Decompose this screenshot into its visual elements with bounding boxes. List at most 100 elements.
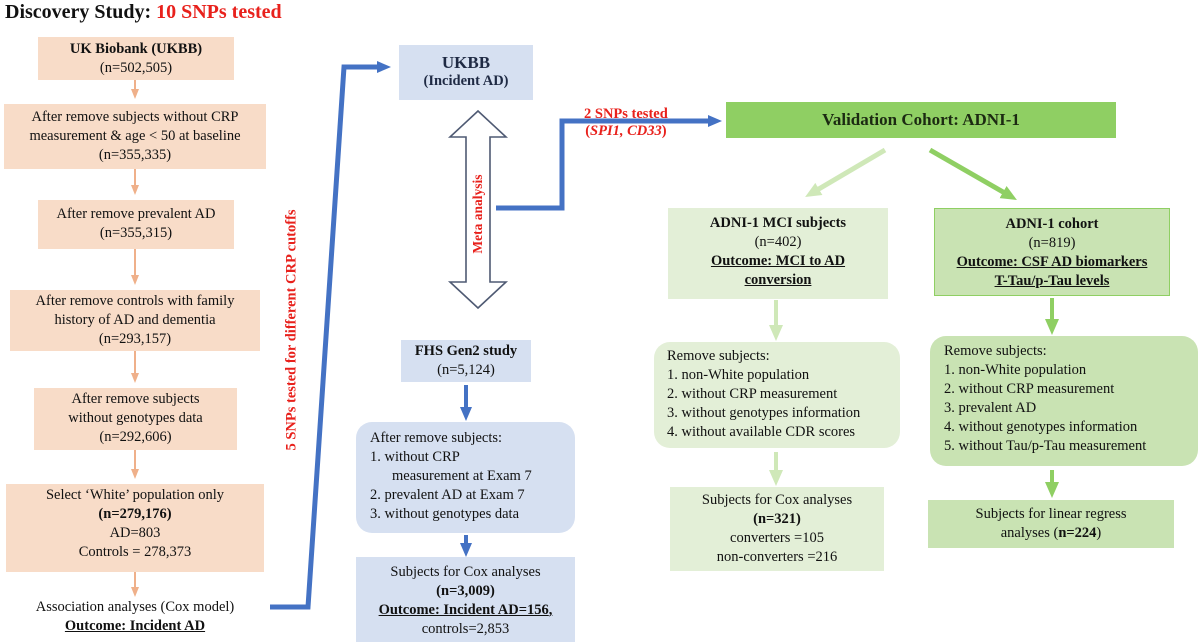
- diagram-title: Discovery Study: 10 SNPs tested: [5, 0, 282, 25]
- to-mci-arrow: [805, 147, 887, 198]
- association-outcome: Outcome: Incident AD: [64, 618, 206, 634]
- mci-nonconverters: non-converters =216: [716, 549, 838, 565]
- fhs-cox-controls: controls=2,853: [421, 621, 510, 637]
- mci-remove-box: Remove subjects: 1. non-White population…: [654, 342, 900, 448]
- fhs-remove-item-2: 2. prevalent AD at Exam 7: [370, 487, 525, 503]
- fhs-n: (n=5,124): [437, 362, 495, 378]
- cohort-linear-n: analyses (n=224): [1000, 525, 1102, 541]
- mci-box: ADNI-1 MCI subjects (n=402) Outcome: MCI…: [668, 208, 888, 299]
- meta-analysis-label: Meta analysis: [470, 174, 485, 254]
- mci-outcome-line-1: Outcome: MCI to AD: [710, 253, 846, 269]
- fhs-title: FHS Gen2 study: [414, 343, 518, 359]
- mci-title: ADNI-1 MCI subjects: [709, 215, 847, 231]
- association-analyses: Association analyses (Cox model) Outcome…: [0, 598, 270, 642]
- validation-snp-count: 2 SNPs tested: [584, 106, 668, 122]
- mci-remove-list: 1. non-White population 2. without CRP m…: [667, 366, 900, 442]
- mci-remove-header: Remove subjects:: [667, 348, 770, 364]
- ukbb-step-4: After remove controls with family histor…: [10, 290, 260, 351]
- cohort-remove-list: 1. non-White population 2. without CRP m…: [944, 361, 1198, 456]
- ukbb-step-4-line-1: After remove controls with family: [35, 293, 235, 309]
- to-cohort-arrow: [928, 147, 1017, 200]
- cohort-n: (n=819): [1028, 235, 1076, 251]
- mci-remove-item-3: 3. without genotypes information: [667, 405, 861, 421]
- fhs-remove-item-1b: measurement at Exam 7: [392, 468, 532, 484]
- title-prefix: Discovery Study:: [5, 1, 157, 23]
- fhs-remove-item-1: 1. without CRP: [370, 449, 460, 465]
- ukbb-step-6-n: (n=279,176): [98, 506, 172, 522]
- cohort-box: ADNI-1 cohort (n=819) Outcome: CSF AD bi…: [934, 208, 1170, 296]
- cohort-remove-item-1: 1. non-White population: [944, 362, 1087, 378]
- fhs-cox-outcome-text: Outcome: Incident AD=156: [378, 602, 549, 618]
- ukbb-step-5-line-2: without genotypes data: [68, 410, 203, 426]
- ukbb-step-2-line-2: measurement & age < 50 at baseline: [29, 128, 241, 144]
- validation-snp-genes: (SPI1, CD33): [585, 123, 667, 139]
- to-validation-arrow: [496, 115, 722, 211]
- snp-cutoff-label: 5 SNPs tested for different CRP cutoffs: [283, 209, 300, 451]
- ukbb-step-2: After remove subjects without CRP measur…: [4, 104, 266, 169]
- validation-cohort-title: Validation Cohort: ADNI-1: [822, 110, 1020, 129]
- fhs-cox-n: (n=3,009): [436, 583, 495, 599]
- cohort-remove-item-4: 4. without genotypes information: [944, 419, 1138, 435]
- ukbb-step-2-line-1: After remove subjects without CRP: [31, 109, 239, 125]
- ukbb-step-5: After remove subjects without genotypes …: [34, 388, 237, 450]
- fhs-cox-title: Subjects for Cox analyses: [390, 564, 541, 580]
- ukbb-step-5-line-1: After remove subjects: [71, 391, 200, 407]
- fhs-cox-box: Subjects for Cox analyses (n=3,009) Outc…: [356, 557, 575, 642]
- mci-remove-item-1: 1. non-White population: [667, 367, 810, 383]
- ukbb-step-6-ad: AD=803: [109, 525, 161, 541]
- mci-n: (n=402): [754, 234, 802, 250]
- ukbb-step-2-n: (n=355,335): [98, 147, 172, 163]
- ukbb-step-6-line-1: Select ‘White’ population only: [45, 487, 225, 503]
- ukbb-step-4-line-2: history of AD and dementia: [54, 312, 216, 328]
- mci-converters: converters =105: [730, 530, 824, 546]
- ukbb-step-3-line-1: After remove prevalent AD: [56, 206, 216, 222]
- validation-snp-label: 2 SNPs tested (SPI1, CD33): [584, 106, 668, 140]
- ukbb-step-1-title: UK Biobank (UKBB): [69, 41, 203, 57]
- ukbb-incident-box: UKBB (Incident AD): [399, 45, 533, 100]
- cohort-linear-n-value: n=224: [1058, 525, 1097, 541]
- ukbb-step-5-n: (n=292,606): [99, 429, 172, 445]
- ukbb-step-3-n: (n=355,315): [99, 225, 173, 241]
- ukbb-step-1-n: (n=502,505): [99, 60, 173, 76]
- cohort-title: ADNI-1 cohort: [1005, 216, 1099, 232]
- cohort-linear-title: Subjects for linear regress: [975, 506, 1127, 522]
- fhs-cox-n-value: n=3,009: [441, 583, 490, 599]
- fhs-remove-list: 1. without CRP measurement at Exam 7 2. …: [370, 448, 575, 524]
- fhs-remove-box: After remove subjects: 1. without CRP me…: [356, 422, 575, 533]
- mci-cox-n-value: n=321: [757, 511, 797, 527]
- ukbb-step-4-n: (n=293,157): [98, 331, 172, 347]
- ukbb-incident-subtitle: (Incident AD): [423, 73, 509, 89]
- cohort-remove-header: Remove subjects:: [944, 343, 1047, 359]
- ukbb-step-1: UK Biobank (UKBB) (n=502,505): [38, 37, 234, 80]
- ukbb-step-6: Select ‘White’ population only (n=279,17…: [6, 484, 264, 572]
- fhs-remove-item-3: 3. without genotypes data: [370, 506, 520, 522]
- ukbb-incident-title: UKBB: [441, 53, 491, 72]
- cohort-remove-item-3: 3. prevalent AD: [944, 400, 1037, 416]
- meta-double-arrow: [447, 109, 509, 310]
- mci-outcome-line-2: conversion: [744, 272, 812, 288]
- fhs-cox-outcome: Outcome: Incident AD=156,: [378, 602, 553, 618]
- fhs-box: FHS Gen2 study (n=5,124): [401, 340, 531, 382]
- cohort-linear-prefix: analyses (: [1000, 525, 1059, 541]
- ukbb-step-6-controls: Controls = 278,373: [78, 544, 192, 560]
- mci-remove-item-4: 4. without available CDR scores: [667, 424, 856, 440]
- cohort-remove-item-5: 5. without Tau/p-Tau measurement: [944, 438, 1147, 454]
- validation-cohort-box: Validation Cohort: ADNI-1: [726, 102, 1116, 138]
- title-highlight: 10 SNPs tested: [156, 1, 282, 23]
- ukbb-step-6-n-value: n=279,176: [103, 506, 167, 522]
- cohort-remove-item-2: 2. without CRP measurement: [944, 381, 1115, 397]
- association-line-1: Association analyses (Cox model): [35, 599, 235, 615]
- ukbb-step-3: After remove prevalent AD (n=355,315): [38, 200, 234, 249]
- cohort-outcome-line-2: T-Tau/p-Tau levels: [994, 273, 1110, 289]
- fhs-remove-header: After remove subjects:: [370, 430, 503, 446]
- mci-cox-box: Subjects for Cox analyses (n=321) conver…: [670, 487, 884, 571]
- mci-cox-n: (n=321): [753, 511, 801, 527]
- to-ukbb-arrow: [270, 61, 391, 610]
- cohort-remove-box: Remove subjects: 1. non-White population…: [930, 336, 1198, 466]
- cohort-outcome-line-1: Outcome: CSF AD biomarkers: [956, 254, 1148, 270]
- mci-remove-item-2: 2. without CRP measurement: [667, 386, 838, 402]
- mci-cox-title: Subjects for Cox analyses: [701, 492, 853, 508]
- cohort-linear-box: Subjects for linear regress analyses (n=…: [928, 500, 1174, 548]
- validation-snp-genes-text: SPI1, CD33: [590, 123, 662, 139]
